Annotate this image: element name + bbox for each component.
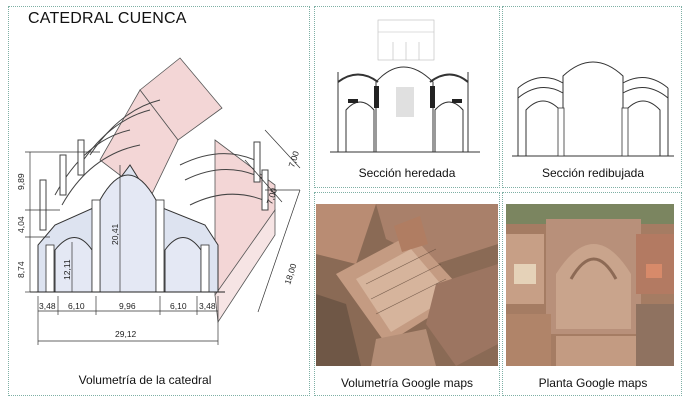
google-plan-panel	[502, 192, 682, 396]
google-volumetry-panel	[314, 192, 500, 396]
page-title: CATEDRAL CUENCA	[28, 10, 187, 27]
inherited-section-panel	[314, 6, 500, 188]
dim-height-top: 9,89	[16, 173, 26, 190]
right-side-block	[214, 208, 276, 324]
aerial-volumetry-image	[316, 204, 498, 366]
caption-seccion-redibujada: Sección redibujada	[541, 166, 645, 180]
inherited-section-drawing	[330, 19, 480, 153]
dim-width-5: 3,48	[199, 301, 216, 311]
dim-width-2: 6,10	[68, 301, 85, 311]
caption-seccion-heredada: Sección heredada	[358, 166, 456, 180]
caption-volumetria-google: Volumetría Google maps	[340, 376, 474, 390]
dim-total-width: 29,12	[115, 329, 137, 339]
aerial-plan-image	[506, 204, 674, 366]
dim-width-3: 9,96	[119, 301, 136, 311]
dim-bay-1: 7,00	[286, 150, 301, 169]
dim-height-low: 8,74	[16, 261, 26, 278]
caption-planta-google: Planta Google maps	[538, 376, 648, 390]
dim-nave-height: 20,41	[110, 223, 120, 245]
redrawn-section-drawing	[512, 61, 674, 157]
dim-aisle-height: 12,11	[62, 259, 72, 280]
dim-bay-2: 7,00	[264, 187, 279, 206]
dim-width-4: 6,10	[170, 301, 187, 311]
redrawn-section-panel	[502, 6, 682, 188]
cathedral-volumetry-drawing: 9,89 4,04 8,74 20,41 12,11 7,00 7,00 18,…	[16, 57, 301, 345]
caption-volumetria: Volumetría de la catedral	[78, 373, 212, 387]
dim-width-1: 3,48	[39, 301, 56, 311]
dim-height-mid: 4,04	[16, 216, 26, 233]
dim-length: 18,00	[282, 262, 298, 286]
volumetry-panel	[8, 6, 310, 396]
